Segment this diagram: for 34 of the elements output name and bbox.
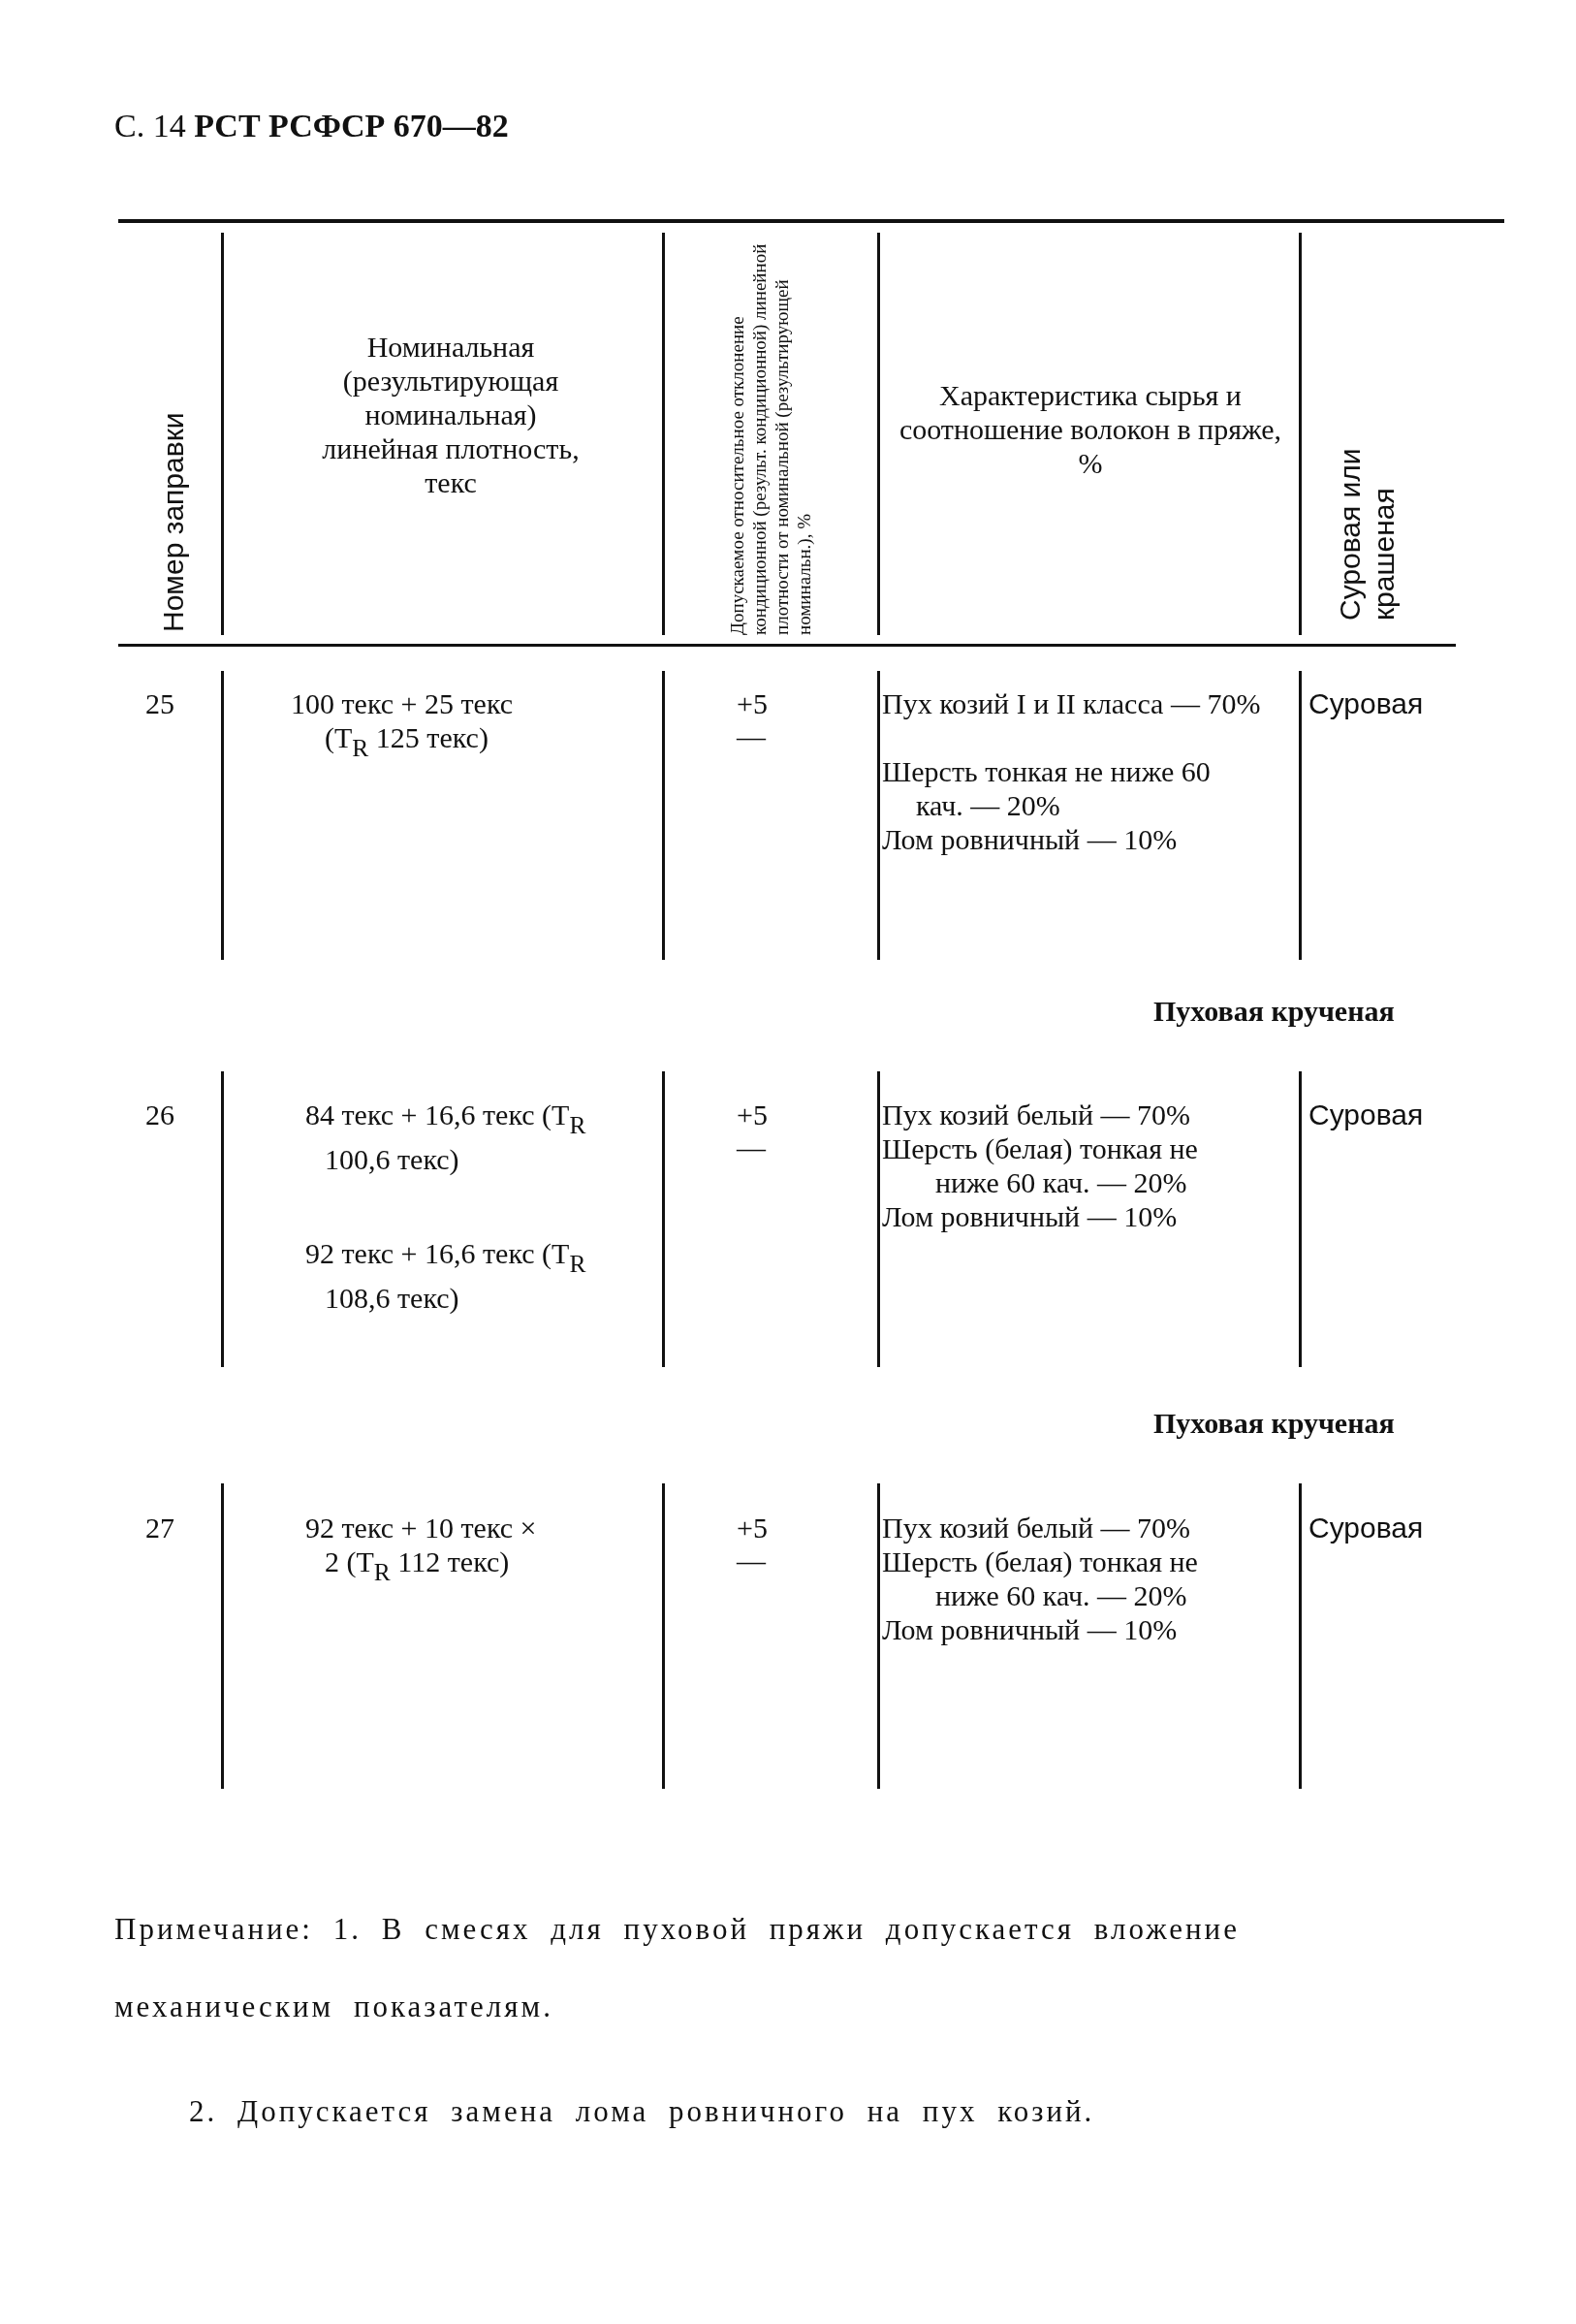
section-heading: Пуховая крученая xyxy=(1153,994,1395,1028)
cell-text: Лом ровничный — 10% xyxy=(882,1199,1178,1233)
cell-text: Пух козий белый — 70% xyxy=(882,1098,1191,1131)
cell-text: 92 текс + 10 текс × 2 (T$_{R}$ 112 текс) xyxy=(305,1511,538,1588)
cell-text: Шерсть (белая) тонкая не ниже 60 кач. — 20% xyxy=(882,1544,1199,1612)
cell-text: Суровая xyxy=(1308,686,1424,720)
cell-text: — xyxy=(737,1130,766,1164)
cell-text: 92 текс + 16,6 текс (T$_{R}$ 108,6 текс) xyxy=(305,1236,586,1315)
row-number: 27 xyxy=(145,1511,174,1544)
section-heading: Пуховая крученая xyxy=(1153,1406,1395,1440)
cell-text: +5 xyxy=(737,686,768,720)
note-text: Примечание: 1. В смесях для пуховой пряжи допускается вложение механическим показателям. xyxy=(114,1911,1241,2025)
column-header: Характеристика сырья и соотношение волокон в пряже, % xyxy=(898,378,1283,480)
cell-text: +5 xyxy=(737,1098,768,1131)
note-text: 2. Допускается замена лома ровничного на пух козий. xyxy=(189,2094,1095,2128)
cell-text: — xyxy=(737,1544,766,1577)
column-header: Допускаемое относительное отклонение кондиционной (результ. кондиционной) линейной плотности от номинальной (результирующей номинальн.), % xyxy=(726,242,815,635)
row-number: 25 xyxy=(145,686,174,720)
cell-text: 84 текс + 16,6 текс (T$_{R}$ 100,6 текс) xyxy=(305,1098,586,1176)
cell-text: — xyxy=(737,719,766,753)
cell-text: 100 текс + 25 текс (T$_{R}$ 125 текс) xyxy=(291,686,515,764)
cell-text: Пух козий белый — 70% xyxy=(882,1511,1191,1544)
row-number: 26 xyxy=(145,1098,174,1131)
cell-text: Шерсть тонкая не ниже 60 кач. — 20% xyxy=(882,754,1212,822)
cell-text: Суровая xyxy=(1308,1511,1424,1544)
page-header: С. 14 РСТ РСФСР 670—82 xyxy=(114,109,509,143)
column-header: Номинальная (результирующая номинальная) линейная плотность, текс xyxy=(321,330,581,499)
cell-text: +5 xyxy=(737,1511,768,1544)
cell-text: Суровая xyxy=(1308,1098,1424,1131)
cell-text: Лом ровничный — 10% xyxy=(882,1612,1178,1646)
column-header: Номер заправки xyxy=(155,411,190,632)
column-header: Суровая или крашеная xyxy=(1333,447,1401,621)
cell-text: Шерсть (белая) тонкая не ниже 60 кач. — 20% xyxy=(882,1131,1199,1199)
cell-text: Лом ровничный — 10% xyxy=(882,822,1178,856)
